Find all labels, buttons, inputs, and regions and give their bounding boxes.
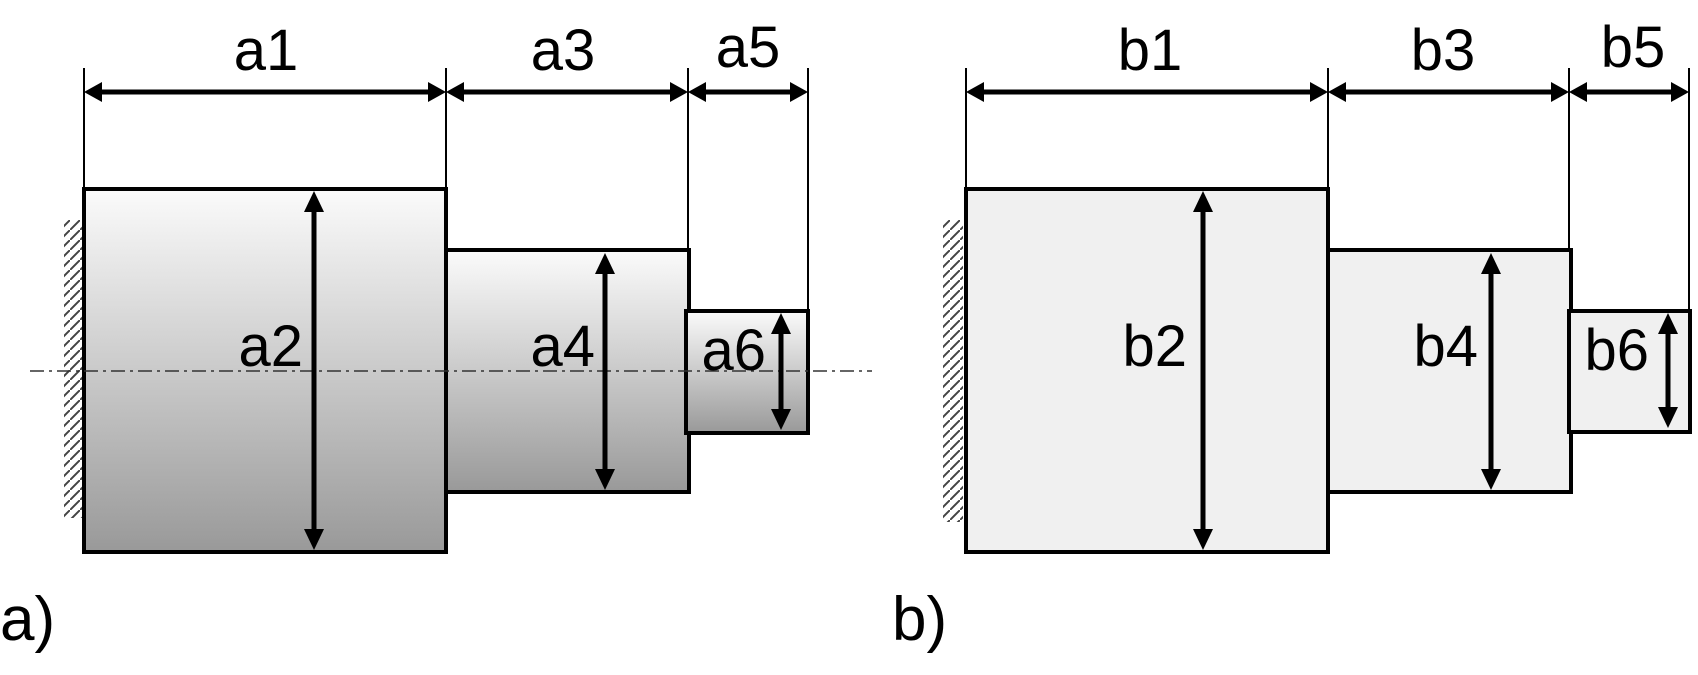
- shaft-step-2: [1326, 248, 1573, 494]
- panel-caption-a: a): [0, 585, 55, 654]
- label-b2: b2: [1122, 314, 1187, 379]
- dimension-b5: [1569, 82, 1689, 102]
- fixed-support-hatch: [64, 220, 84, 518]
- label-a1: a1: [234, 18, 299, 83]
- label-a3: a3: [531, 18, 596, 83]
- dimension-b2: [1193, 191, 1213, 550]
- label-b6: b6: [1584, 318, 1649, 383]
- panel-b: b1 b3 b5 b2 b4 b6 b): [892, 15, 1692, 654]
- dimension-a1: [84, 82, 446, 102]
- label-a2: a2: [238, 314, 303, 379]
- label-b4: b4: [1413, 314, 1478, 379]
- label-a4: a4: [530, 314, 595, 379]
- label-b5: b5: [1601, 15, 1666, 80]
- dimension-b6: [1658, 313, 1678, 428]
- label-b1: b1: [1118, 18, 1183, 83]
- dimension-b3: [1328, 82, 1569, 102]
- label-a5: a5: [716, 15, 781, 80]
- dimension-b1: [966, 82, 1328, 102]
- shaft-step-1: [964, 187, 1330, 554]
- label-b3: b3: [1411, 18, 1476, 83]
- shaft-step-2: [444, 248, 691, 494]
- label-a6: a6: [701, 318, 766, 383]
- dimension-a6: [771, 313, 791, 430]
- panel-caption-b: b): [892, 585, 947, 654]
- dimension-a3: [446, 82, 688, 102]
- dimension-b4: [1481, 253, 1501, 490]
- dimension-a2: [304, 191, 324, 550]
- panel-a: a1 a3 a5 a2 a4 a6 a): [0, 15, 872, 654]
- dimension-a5: [688, 82, 808, 102]
- fixed-support-hatch: [943, 220, 963, 522]
- dimension-a4: [595, 253, 615, 490]
